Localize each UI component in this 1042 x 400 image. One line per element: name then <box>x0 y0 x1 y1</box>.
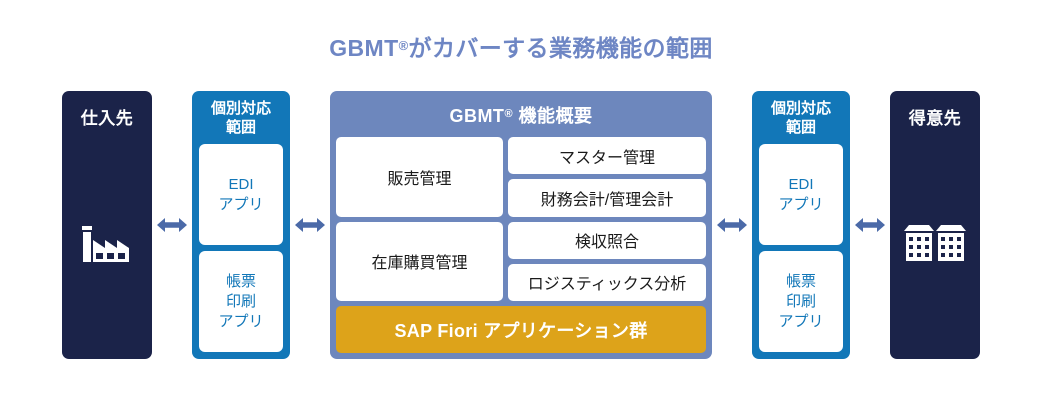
page-title-suffix: がカバーする業務機能の範囲 <box>408 35 713 61</box>
gbmt-cell-sales-management[interactable]: 販売管理 <box>336 137 503 217</box>
gbmt-row-inventory-right-column: 検収照合 ロジスティックス分析 <box>508 221 706 301</box>
gbmt-panel: GBMT® 機能概要 販売管理 マスター管理 財務会計/管理会計 在庫購買管理 … <box>330 91 712 359</box>
factory-icon <box>62 129 152 359</box>
scope-left-card-print-line1: 帳票 <box>225 272 256 290</box>
gbmt-cell-logistics-analysis[interactable]: ロジスティックス分析 <box>508 263 706 301</box>
scope-right-card-edi-line2: アプリ <box>778 195 824 213</box>
scope-left-block: 個別対応 範囲 EDI アプリ 帳票 印刷 アプリ <box>192 91 290 359</box>
arrow-scope-to-customer <box>850 91 890 359</box>
gbmt-row-sales-right-column: マスター管理 財務会計/管理会計 <box>508 137 706 217</box>
scope-left-heading-line2: 範囲 <box>225 119 256 137</box>
scope-right-card-print-line1: 帳票 <box>785 272 816 290</box>
registered-mark-icon: ® <box>504 108 514 121</box>
supplier-label: 仕入先 <box>80 109 134 128</box>
scope-left-heading: 個別対応 範囲 <box>199 99 283 137</box>
gbmt-heading-prefix: GBMT <box>449 106 505 126</box>
scope-left-card-print[interactable]: 帳票 印刷 アプリ <box>199 251 283 352</box>
scope-left-card-edi-line2: アプリ <box>218 195 264 213</box>
scope-left-card-print-line3: アプリ <box>218 312 264 330</box>
gbmt-cell-acceptance-matching[interactable]: 検収照合 <box>508 221 706 259</box>
gbmt-cell-master-management[interactable]: マスター管理 <box>508 137 706 175</box>
diagram-container: 仕入先 個別対応 範囲 EDI アプリ 帳票 印刷 <box>0 91 1042 359</box>
customer-label: 得意先 <box>908 109 962 128</box>
scope-right-block: 個別対応 範囲 EDI アプリ 帳票 印刷 アプリ <box>752 91 850 359</box>
registered-mark-icon: ® <box>398 38 409 54</box>
gbmt-panel-heading: GBMT® 機能概要 <box>336 97 706 137</box>
arrow-gbmt-to-scope <box>712 91 752 359</box>
gbmt-module-grid: 販売管理 マスター管理 財務会計/管理会計 在庫購買管理 検収照合 ロジスティッ… <box>336 137 706 301</box>
sap-fiori-apps-bar[interactable]: SAP Fiori アプリケーション群 <box>336 306 706 353</box>
scope-right-card-print-line3: アプリ <box>778 312 824 330</box>
scope-right-card-print[interactable]: 帳票 印刷 アプリ <box>759 251 843 352</box>
scope-left-card-edi[interactable]: EDI アプリ <box>199 144 283 246</box>
gbmt-cell-inventory-purchasing-management[interactable]: 在庫購買管理 <box>336 221 503 301</box>
gbmt-cell-financial-accounting[interactable]: 財務会計/管理会計 <box>508 179 706 217</box>
double-arrow-icon <box>717 218 747 232</box>
arrow-supplier-to-scope <box>152 91 192 359</box>
supplier-block: 仕入先 <box>62 91 152 359</box>
arrow-scope-to-gbmt <box>290 91 330 359</box>
scope-right-heading: 個別対応 範囲 <box>759 99 843 137</box>
page-title: GBMT®がカバーする業務機能の範囲 <box>0 29 1042 63</box>
scope-right-heading-line2: 範囲 <box>785 119 816 137</box>
scope-left-card-edi-line1: EDI <box>228 175 254 193</box>
scope-right-card-edi-line1: EDI <box>788 175 814 193</box>
scope-left-card-print-line2: 印刷 <box>225 292 256 310</box>
scope-right-heading-line1: 個別対応 <box>770 100 831 117</box>
office-buildings-icon <box>890 129 980 359</box>
page-title-prefix: GBMT <box>329 35 399 61</box>
double-arrow-icon <box>295 218 325 232</box>
scope-right-card-edi[interactable]: EDI アプリ <box>759 144 843 246</box>
gbmt-row-inventory: 在庫購買管理 検収照合 ロジスティックス分析 <box>336 221 706 301</box>
scope-left-heading-line1: 個別対応 <box>210 100 271 117</box>
double-arrow-icon <box>855 218 885 232</box>
scope-right-card-print-line2: 印刷 <box>785 292 816 310</box>
gbmt-row-sales: 販売管理 マスター管理 財務会計/管理会計 <box>336 137 706 217</box>
gbmt-heading-suffix: 機能概要 <box>513 106 593 126</box>
double-arrow-icon <box>157 218 187 232</box>
customer-block: 得意先 <box>890 91 980 359</box>
